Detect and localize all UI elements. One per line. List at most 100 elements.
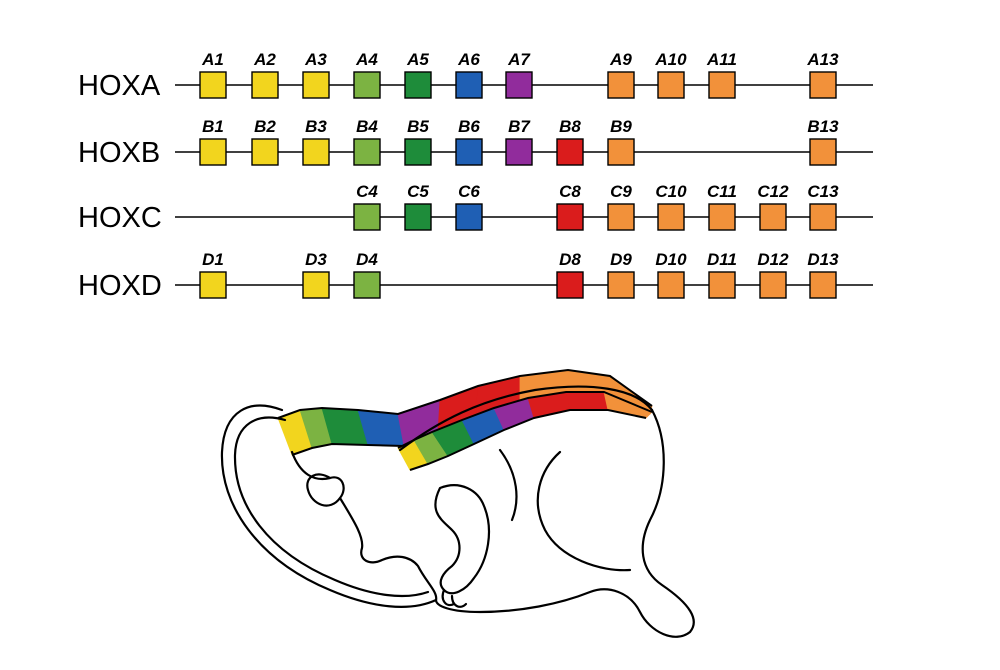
gene-box-b1	[199, 138, 227, 166]
face-outline	[290, 450, 438, 602]
gene-label-a3: A3	[304, 50, 327, 69]
gene-label-d10: D10	[655, 250, 687, 269]
gene-box-d1	[199, 271, 227, 299]
gene-label-b5: B5	[407, 117, 429, 136]
gene-box-c4	[353, 203, 381, 231]
gene-label-a1: A1	[201, 50, 224, 69]
gene-label-b1: B1	[202, 117, 224, 136]
gene-label-b8: B8	[559, 117, 581, 136]
outer-band-top-edge	[277, 368, 653, 419]
inner-band-segment-red	[565, 391, 609, 411]
gene-label-b6: B6	[458, 117, 480, 136]
gene-label-a4: A4	[355, 50, 378, 69]
gene-box-d4	[353, 271, 381, 299]
gene-label-b13: B13	[807, 117, 839, 136]
gene-label-d8: D8	[559, 250, 581, 269]
gene-box-a11	[708, 71, 736, 99]
gene-label-b9: B9	[610, 117, 632, 136]
gene-label-d9: D9	[610, 250, 632, 269]
gene-label-b3: B3	[305, 117, 327, 136]
gene-box-b9	[607, 138, 635, 166]
embryo-illustration	[220, 368, 695, 638]
gene-label-d3: D3	[305, 250, 327, 269]
gene-box-d8	[556, 271, 584, 299]
gene-label-c10: C10	[655, 182, 687, 201]
gene-label-d13: D13	[807, 250, 839, 269]
gene-box-a7	[505, 71, 533, 99]
gene-label-c5: C5	[407, 182, 429, 201]
cluster-name: HOXD	[78, 270, 162, 302]
gene-label-b7: B7	[508, 117, 531, 136]
spine-line	[398, 385, 654, 452]
inner-band-bottom-edge	[409, 409, 647, 471]
expression-band-inner	[397, 391, 653, 471]
rump-outline	[434, 408, 695, 638]
gene-box-c5	[404, 203, 432, 231]
gene-label-a10: A10	[654, 50, 687, 69]
gene-box-a9	[607, 71, 635, 99]
cluster-name: HOXC	[78, 202, 162, 234]
gene-label-c13: C13	[807, 182, 839, 201]
gene-box-d10	[657, 271, 685, 299]
gene-box-c13	[809, 203, 837, 231]
hind-leg-outline	[536, 450, 632, 572]
gene-box-a3	[302, 71, 330, 99]
gene-box-d11	[708, 271, 736, 299]
gene-label-d4: D4	[356, 250, 378, 269]
gene-label-b2: B2	[254, 117, 276, 136]
forelimb-digits	[441, 588, 468, 608]
gene-box-b6	[455, 138, 483, 166]
gene-label-c4: C4	[356, 182, 378, 201]
gene-box-b2	[251, 138, 279, 166]
gene-box-a1	[199, 71, 227, 99]
gene-box-d3	[302, 271, 330, 299]
gene-box-c12	[759, 203, 787, 231]
cluster-name: HOXA	[78, 70, 161, 102]
cluster-hoxa: HOXA A1 A2 A3 A4 A5 A6 A7 A9 A10 A11 A13	[78, 50, 873, 102]
inner-band-top-edge	[397, 391, 653, 449]
gene-box-b8	[556, 138, 584, 166]
gene-box-a2	[251, 71, 279, 99]
gene-box-b4	[353, 138, 381, 166]
belly-crease	[498, 448, 518, 522]
gene-box-a10	[657, 71, 685, 99]
head-outline-outer	[220, 404, 438, 608]
gene-box-a5	[404, 71, 432, 99]
gene-box-b13	[809, 138, 837, 166]
cluster-hoxb: HOXB B1 B2 B3 B4 B5 B6 B7 B8 B9 B13	[78, 117, 873, 169]
gene-box-c8	[556, 203, 584, 231]
gene-label-a11: A11	[706, 50, 737, 69]
gene-box-d9	[607, 271, 635, 299]
gene-box-d12	[759, 271, 787, 299]
gene-box-a6	[455, 71, 483, 99]
gene-label-c12: C12	[757, 182, 789, 201]
gene-label-c6: C6	[458, 182, 480, 201]
gene-box-c6	[455, 203, 483, 231]
gene-label-c9: C9	[610, 182, 632, 201]
gene-box-a4	[353, 71, 381, 99]
forelimb-outline	[434, 484, 491, 595]
gene-label-a7: A7	[507, 50, 531, 69]
gene-box-c11	[708, 203, 736, 231]
gene-label-a5: A5	[406, 50, 429, 69]
gene-label-c8: C8	[559, 182, 581, 201]
gene-box-a13	[809, 71, 837, 99]
gene-box-d13	[809, 271, 837, 299]
gene-label-a2: A2	[253, 50, 276, 69]
gene-label-c11: C11	[707, 182, 737, 201]
gene-label-a9: A9	[609, 50, 632, 69]
gene-label-b4: B4	[356, 117, 378, 136]
cluster-name: HOXB	[78, 137, 160, 169]
gene-box-b7	[505, 138, 533, 166]
gene-label-d12: D12	[757, 250, 789, 269]
head-outline-inner	[233, 416, 430, 598]
gene-box-c10	[657, 203, 685, 231]
gene-label-a13: A13	[806, 50, 839, 69]
gene-box-c9	[607, 203, 635, 231]
gene-label-d11: D11	[707, 250, 737, 269]
gene-label-a6: A6	[457, 50, 480, 69]
gene-label-d1: D1	[202, 250, 224, 269]
gene-box-b5	[404, 138, 432, 166]
gene-box-b3	[302, 138, 330, 166]
